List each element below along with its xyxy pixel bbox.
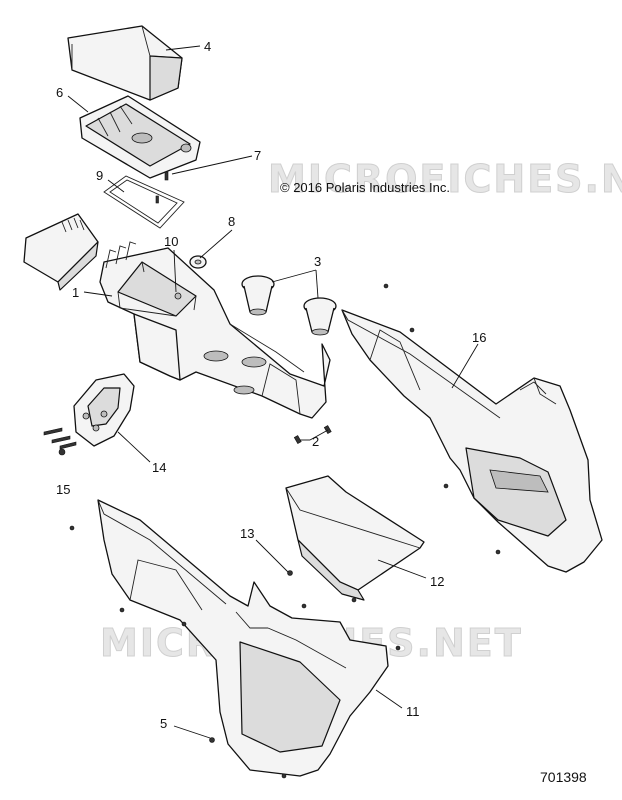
part-12-floor-tray — [285, 475, 425, 601]
part-1-center-console — [99, 241, 331, 419]
part-3-cup-holders — [241, 275, 337, 336]
callout-11: 11 — [406, 704, 420, 719]
part-7-pin — [164, 171, 169, 181]
part-9-seal — [103, 175, 185, 229]
callout-6: 6 — [56, 85, 63, 100]
callout-16: 16 — [472, 330, 486, 345]
callout-1: 1 — [72, 285, 79, 300]
callout-2: 2 — [312, 434, 319, 449]
leader-lines — [67, 45, 479, 739]
callout-14: 14 — [152, 460, 166, 475]
callout-13: 13 — [240, 526, 254, 541]
watermark-top: MICROFICHES.NET — [268, 157, 622, 201]
callout-9: 9 — [96, 168, 103, 183]
part-15-screws — [43, 427, 77, 456]
console-insert-cover — [23, 213, 99, 291]
part-4-lid-cover — [67, 25, 183, 101]
part-8-grommet — [189, 255, 207, 269]
callout-5: 5 — [160, 716, 167, 731]
fasteners-small — [69, 283, 501, 779]
callout-numbers: 4 6 7 9 8 10 3 1 16 2 14 15 13 12 11 5 — [56, 39, 486, 731]
part-2-studs — [293, 425, 332, 445]
callout-12: 12 — [430, 574, 444, 589]
callout-3: 3 — [314, 254, 321, 269]
part-11-left-panel — [97, 499, 389, 777]
callout-8: 8 — [228, 214, 235, 229]
callout-4: 4 — [204, 39, 211, 54]
callout-7: 7 — [254, 148, 261, 163]
callout-10: 10 — [164, 234, 178, 249]
part-16-right-panel — [341, 309, 603, 573]
part-6-lid-base — [79, 95, 201, 179]
document-number: 701398 — [540, 769, 587, 785]
callout-15: 15 — [56, 482, 70, 497]
part-14-bracket — [73, 373, 135, 447]
copyright-text: © 2016 Polaris Industries Inc. — [280, 180, 450, 195]
